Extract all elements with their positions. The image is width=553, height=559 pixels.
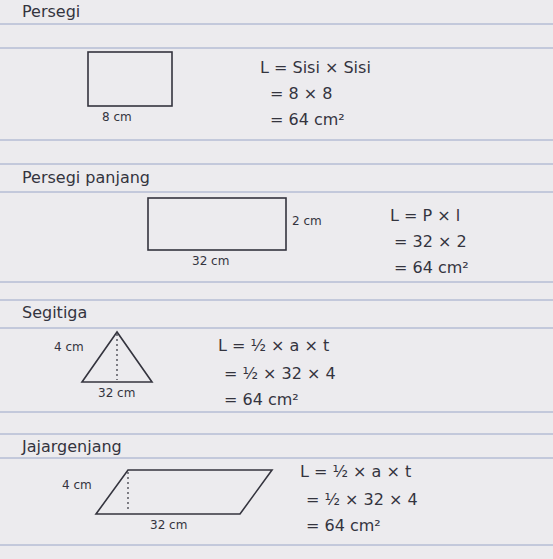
formula-step: = ½ × 32 × 4 (304, 490, 420, 509)
formula-step: = ½ × 32 × 4 (222, 364, 338, 383)
formula: L = Sisi × Sisi (258, 58, 373, 77)
dimension: 32 cm (190, 254, 231, 268)
dimension: 4 cm (60, 478, 94, 492)
dimension: 32 cm (148, 518, 189, 532)
formula: L = ½ × a × t (216, 336, 331, 355)
square (88, 52, 172, 106)
dimension: 4 cm (52, 340, 86, 354)
ruled-lines (0, 24, 553, 545)
formula-step: = 8 × 8 (268, 84, 334, 103)
result: = 64 cm² (222, 390, 301, 409)
parallelogram (96, 470, 272, 514)
formula: L = P × l (388, 206, 462, 225)
section-title: Jajargenjang (20, 437, 124, 456)
dimension: 32 cm (96, 386, 137, 400)
triangle (82, 332, 152, 382)
height-line (127, 472, 128, 512)
formula-step: = 32 × 2 (392, 232, 469, 251)
result: = 64 cm² (304, 516, 383, 535)
formula: L = ½ × a × t (298, 462, 413, 481)
height-line (116, 334, 117, 380)
section-title: Segitiga (20, 303, 89, 322)
rectangle (148, 198, 286, 250)
section-title: Persegi (20, 2, 82, 21)
dimension: 8 cm (100, 110, 134, 124)
dimension: 2 cm (290, 214, 324, 228)
result: = 64 cm² (268, 110, 347, 129)
result: = 64 cm² (392, 258, 471, 277)
section-title: Persegi panjang (20, 168, 152, 187)
